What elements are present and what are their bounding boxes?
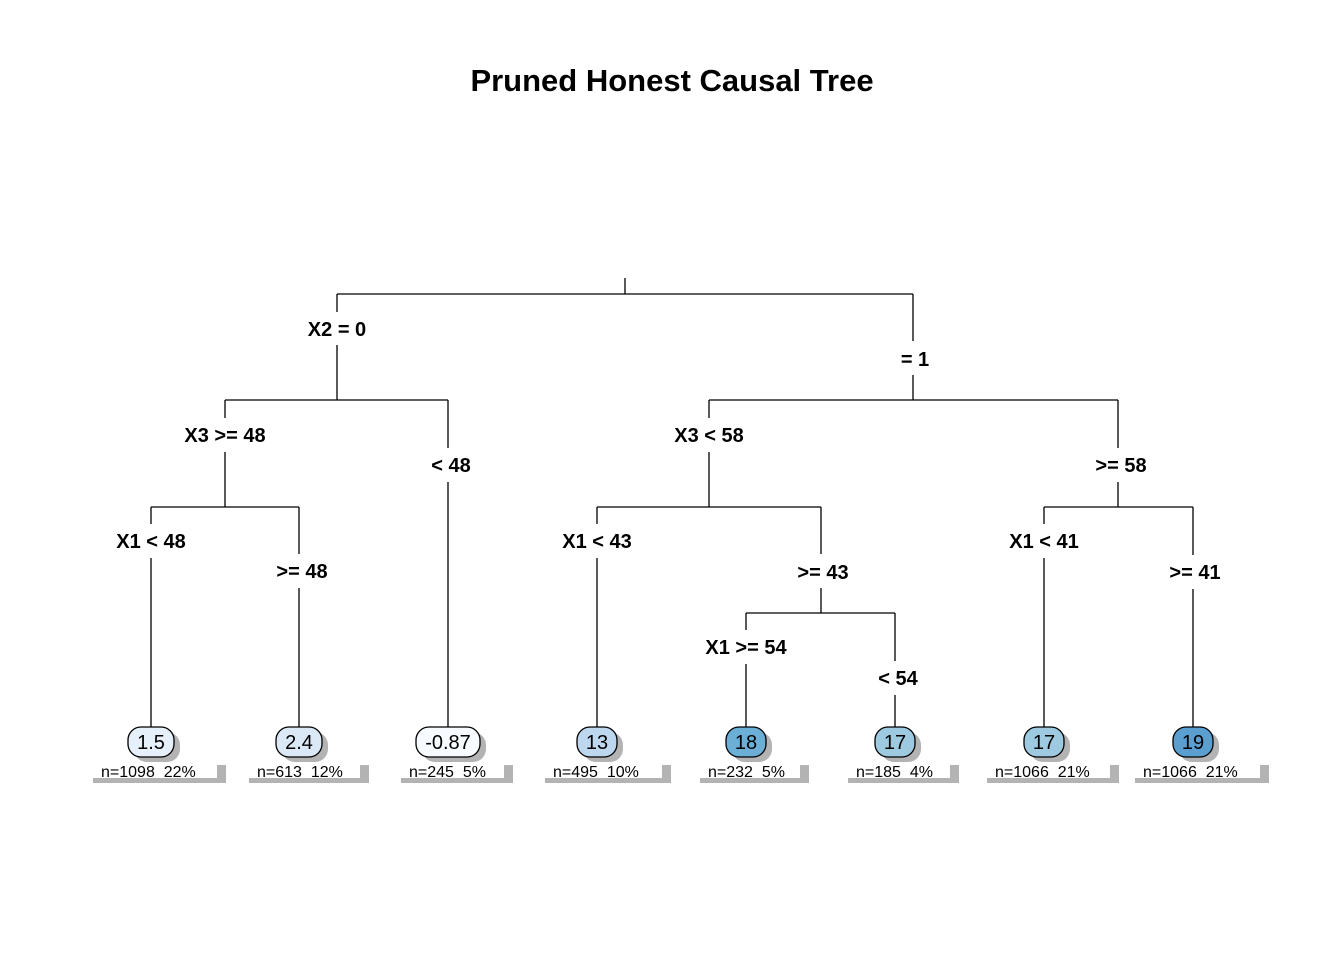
edge-leaves xyxy=(150,482,1194,728)
split-label-x2-eq-1: = 1 xyxy=(901,349,929,371)
split-label-x1-lt-48: X1 < 48 xyxy=(116,531,186,553)
leaf-box xyxy=(275,726,323,758)
edge-node6 xyxy=(596,452,822,554)
leaf-box xyxy=(874,726,916,758)
leaf-value: 17 xyxy=(1033,732,1055,754)
leaf-node: 19 n=1066 21% xyxy=(1135,726,1269,783)
leaf-value: 2.4 xyxy=(285,732,313,754)
leaf-node: 2.4 n=613 12% xyxy=(249,726,369,783)
leaf-info-shadow-side xyxy=(504,765,513,783)
split-label-x3-lt-58: X3 < 58 xyxy=(674,425,744,447)
leaf-info-shadow-side xyxy=(662,765,671,783)
leaf-info-shadow xyxy=(1135,778,1267,783)
leaf-info-shadow-side xyxy=(360,765,369,783)
leaf-node: 1.5 n=1098 22% xyxy=(93,726,226,783)
leaf-info-shadow-side xyxy=(1110,765,1119,783)
split-label-x3-ge-58: >= 58 xyxy=(1095,455,1146,477)
leaf-node: 17 n=185 4% xyxy=(848,726,959,783)
diagram-title: Pruned Honest Causal Tree xyxy=(470,63,873,98)
leaf-node: 17 n=1066 21% xyxy=(987,726,1119,783)
leaf-node: 18 n=232 5% xyxy=(700,726,809,783)
edge-node13 xyxy=(745,588,896,661)
leaf-info: n=613 12% xyxy=(257,764,343,781)
split-label-x3-ge-48: X3 >= 48 xyxy=(184,425,265,447)
split-label-x1-ge-43: >= 43 xyxy=(797,562,848,584)
edge-node4 xyxy=(150,452,300,554)
leaf-info-shadow xyxy=(848,778,957,783)
split-label-x1-ge-41: >= 41 xyxy=(1169,562,1220,584)
leaf-info-shadow xyxy=(93,778,224,783)
leaf-box xyxy=(1023,726,1065,758)
leaf-info-shadow-side xyxy=(800,765,809,783)
leaf-info: n=1066 21% xyxy=(995,764,1090,781)
leaf-info-shadow-side xyxy=(217,765,226,783)
split-label-x1-lt-41: X1 < 41 xyxy=(1009,531,1079,553)
edge-node2 xyxy=(224,345,449,448)
leaf-value: 13 xyxy=(586,732,608,754)
leaf-value: 1.5 xyxy=(137,732,165,754)
split-label-x3-lt-48: < 48 xyxy=(431,455,470,477)
split-label-x1-ge-54: X1 >= 54 xyxy=(705,637,787,659)
leaf-box xyxy=(1172,726,1214,758)
leaf-info-shadow xyxy=(987,778,1117,783)
leaf-info-shadow xyxy=(249,778,367,783)
leaf-info: n=1066 21% xyxy=(1143,764,1238,781)
leaf-info: n=495 10% xyxy=(553,764,639,781)
leaf-value: 18 xyxy=(735,732,757,754)
leaf-info: n=232 5% xyxy=(708,764,785,781)
leaf-info: n=1098 22% xyxy=(101,764,196,781)
split-labels: X2 = 0 = 1 X3 >= 48 < 48 X3 < 58 >= 58 X… xyxy=(116,319,1220,690)
leaf-value: 19 xyxy=(1182,732,1204,754)
split-label-x1-ge-48: >= 48 xyxy=(276,561,327,583)
split-label-x1-lt-54: < 54 xyxy=(878,668,918,690)
leaf-info-shadow xyxy=(700,778,807,783)
leaf-info: n=245 5% xyxy=(409,764,486,781)
leaf-info-shadow-side xyxy=(950,765,959,783)
leaf-node: 13 n=495 10% xyxy=(545,726,671,783)
leaf-info-shadow xyxy=(545,778,669,783)
edge-node3 xyxy=(708,375,1119,448)
leaf-info-shadow-side xyxy=(1260,765,1269,783)
tree-edges xyxy=(150,278,1194,728)
split-label-x1-lt-43: X1 < 43 xyxy=(562,531,632,553)
leaf-info-shadow xyxy=(401,778,511,783)
edge-node7 xyxy=(1043,482,1194,555)
leaf-box xyxy=(415,726,481,758)
leaf-info: n=185 4% xyxy=(856,764,933,781)
leaf-box xyxy=(127,726,175,758)
leaf-value: 17 xyxy=(884,732,906,754)
leaf-node: -0.87 n=245 5% xyxy=(401,726,513,783)
leaf-box xyxy=(576,726,618,758)
leaf-box xyxy=(725,726,767,758)
edge-root xyxy=(336,278,914,341)
leaf-nodes: 1.5 n=1098 22% 2.4 n=613 12% -0.87 n=245 5% 13… xyxy=(93,726,1269,783)
split-label-x2-eq-0: X2 = 0 xyxy=(308,319,366,341)
leaf-value: -0.87 xyxy=(425,732,471,754)
